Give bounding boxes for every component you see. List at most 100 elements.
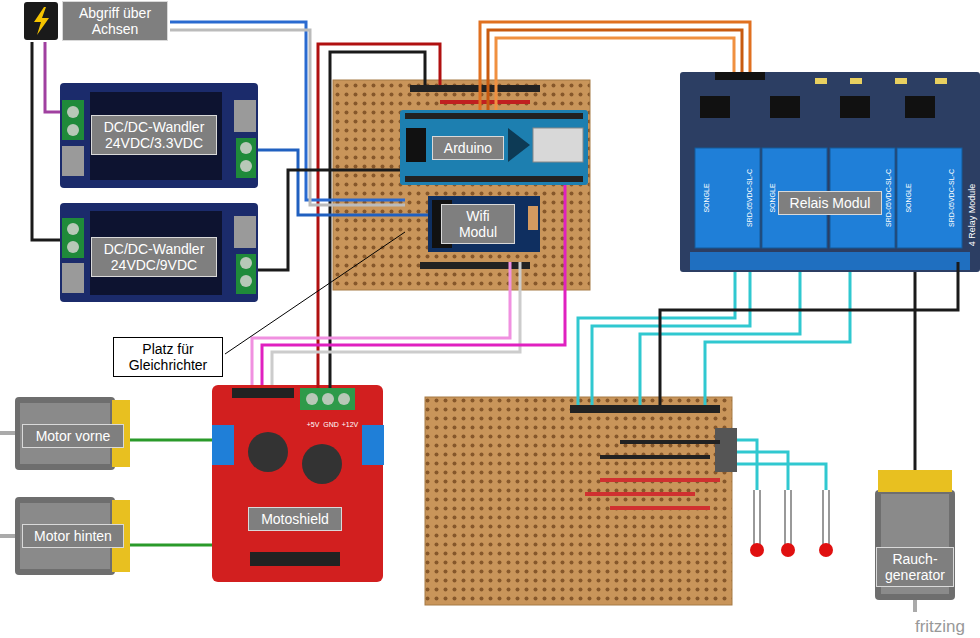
wire-connector: [45, 42, 60, 112]
dc-motor: [875, 490, 955, 600]
motor-driver: [338, 393, 350, 405]
dc-dc-converter: [60, 203, 258, 302]
stripboard: [333, 80, 590, 290]
wire: [488, 30, 742, 110]
wire-connector: [130, 544, 212, 547]
motor-driver: [212, 385, 384, 582]
led: [784, 490, 786, 545]
callout-box: Platz für Gleichrichter: [113, 337, 223, 377]
motor-driver: [212, 425, 234, 465]
led: [822, 490, 824, 545]
motor-driver: [302, 444, 342, 484]
wifi-module: [528, 206, 538, 230]
leader-line: [225, 232, 405, 354]
relay-print: SONGLE: [905, 183, 912, 212]
dc-dc-converter: [62, 146, 84, 176]
controller-box: Arduino: [400, 110, 588, 185]
wire-connector: [130, 439, 212, 442]
wire-connector: [914, 272, 917, 470]
wire-connector: [258, 150, 428, 215]
callout-label: Platz für Gleichrichter: [113, 337, 223, 377]
dc-dc-converter: [240, 142, 252, 154]
component-label: Abgriff über Achsen: [62, 1, 168, 41]
dc-dc-converter: [90, 211, 222, 295]
led: [790, 490, 792, 545]
stripboard: [410, 85, 540, 92]
stripboard: [620, 440, 720, 444]
wire: [592, 272, 750, 405]
motor-driver: [250, 552, 340, 566]
motor-box: Motor vorne: [15, 397, 130, 470]
dc-dc-converter: [67, 106, 79, 118]
wire-connector: [480, 22, 750, 110]
wire: [660, 262, 958, 405]
relay-module: [850, 78, 862, 84]
component-label: Arduino: [432, 136, 504, 160]
wire: [578, 272, 735, 405]
relay-module: [935, 78, 947, 84]
wire: [640, 272, 800, 405]
wire-connector: [32, 42, 60, 240]
dc-dc-converter: [234, 216, 256, 248]
relay-box: Relais Modul: [680, 72, 980, 272]
component-label: DC/DC-Wandler 24VDC/3.3VDC: [91, 115, 217, 155]
wire: [496, 38, 734, 110]
wifi-module: [428, 196, 540, 252]
relay-module: [840, 96, 870, 118]
motor-driver: [306, 393, 318, 405]
arduino-board: [405, 176, 583, 182]
relay-module: [895, 78, 907, 84]
led: [819, 543, 833, 557]
relay-module: [715, 72, 765, 80]
dc-motor: [0, 431, 15, 435]
motor-driver: [300, 388, 355, 410]
stripboard: [585, 492, 695, 496]
relay-print: SONGLE: [703, 183, 710, 212]
wire: [737, 452, 788, 490]
led: [828, 490, 830, 545]
wire: [252, 262, 510, 385]
dc-dc-converter: [60, 83, 258, 302]
stripboard: [600, 455, 710, 459]
dc-dc-converter: [240, 257, 252, 269]
wire: [737, 464, 826, 490]
power-jack: [24, 2, 58, 40]
arduino-board: [533, 128, 583, 162]
dc-motor: [913, 598, 917, 612]
wifi-box: Wifi Modul: [428, 196, 540, 252]
dc-dc-converter: [240, 275, 252, 287]
relay-module: [680, 72, 980, 272]
component-label: DC/DC-Wandler 24VDC/9VDC: [91, 237, 217, 277]
power-jack: [34, 7, 49, 35]
dc-dc-converter: [62, 263, 84, 293]
pin-label: GND: [323, 421, 339, 428]
wire: [272, 262, 520, 385]
dc-dc-converter: [234, 100, 256, 132]
arduino-board: [400, 110, 588, 185]
arduino-board: [405, 113, 583, 119]
relay-module: [770, 96, 800, 118]
dc-dc-converter: [60, 83, 258, 188]
relay-print: SRD-05VDC-SL-C: [948, 169, 955, 227]
arduino-board: [508, 128, 530, 162]
stripboard: [333, 80, 737, 605]
arduino-board: [400, 110, 588, 185]
led: [750, 543, 764, 557]
component-label: Motor hinten: [22, 524, 124, 548]
motor-box: Motor hinten: [15, 497, 130, 575]
motor-driver: [232, 388, 294, 398]
converter-box: DC/DC-Wandler 24VDC/9VDC: [60, 203, 258, 302]
relay-print: SRD-05VDC-SL-C: [885, 169, 892, 227]
wifi-module: [428, 196, 540, 252]
dc-dc-converter: [67, 223, 79, 235]
watermark: fritzing: [915, 618, 965, 635]
relay-module: [700, 96, 730, 118]
power-input: Abgriff über Achsen: [22, 0, 170, 42]
stripboard: [610, 506, 710, 510]
dc-motor: [0, 534, 15, 538]
stripboard: [570, 405, 720, 413]
component-label: Motor vorne: [22, 424, 124, 448]
stripboard: [715, 428, 737, 472]
relay-module: [815, 78, 827, 84]
